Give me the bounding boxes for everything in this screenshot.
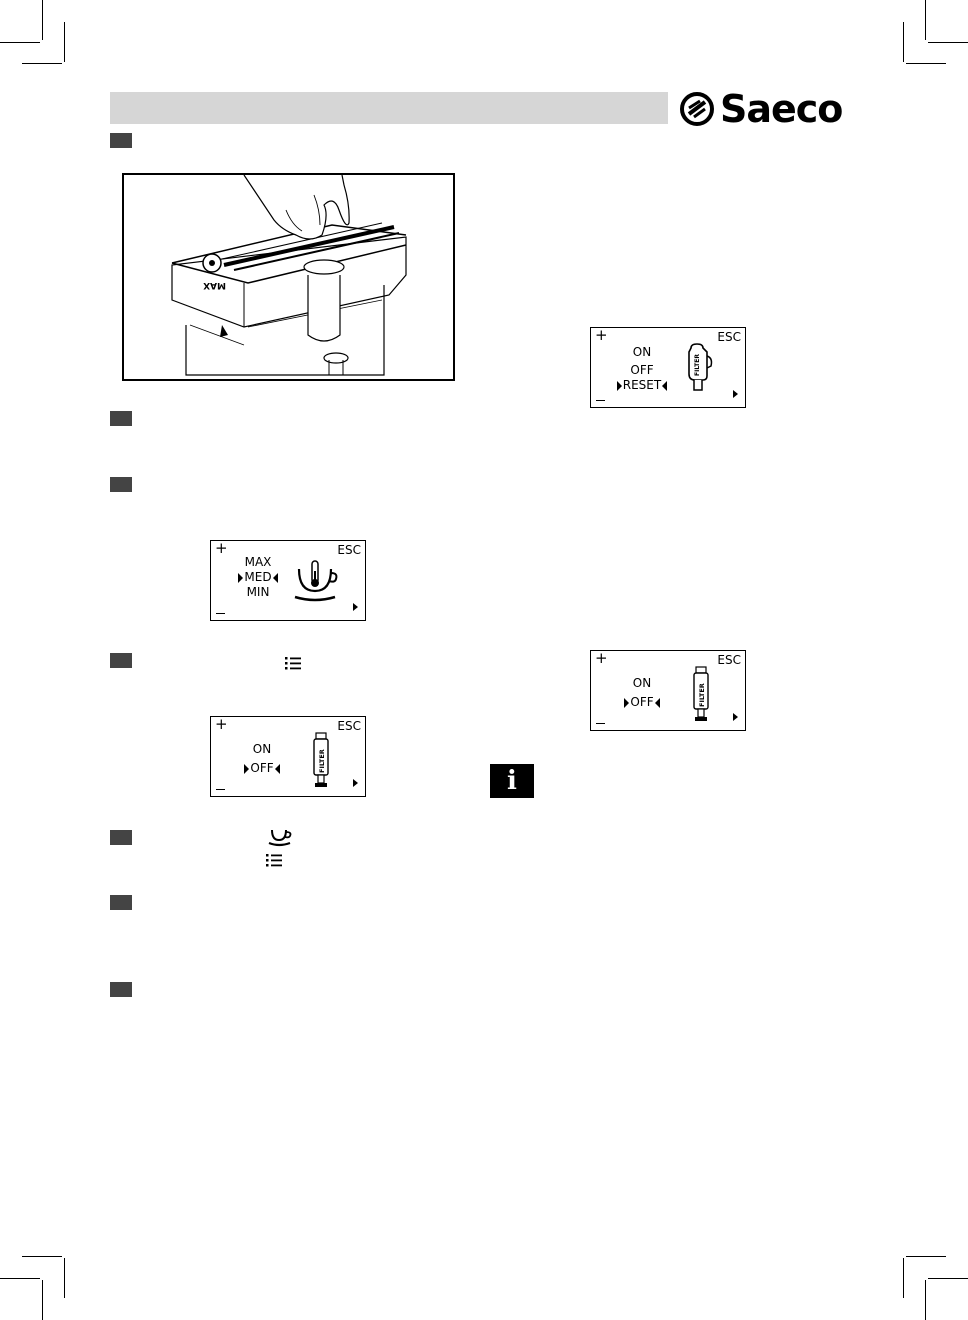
selector-left-icon bbox=[624, 697, 630, 708]
selector-right-icon bbox=[662, 380, 668, 391]
esc-label[interactable]: ESC bbox=[337, 543, 361, 557]
option-off-selected[interactable]: OFF bbox=[607, 695, 677, 710]
crop-mark bbox=[925, 1280, 926, 1320]
option-reset: RESET bbox=[622, 378, 662, 392]
water-tank-illustration: MAX bbox=[122, 173, 455, 381]
svg-text:MAX: MAX bbox=[203, 280, 226, 290]
crop-mark bbox=[0, 1278, 40, 1279]
filter-screen-left: + ESC ON OFF FILTER bbox=[210, 715, 366, 797]
water-filter-icon: FILTER bbox=[693, 666, 709, 721]
plus-label[interactable]: + bbox=[215, 715, 228, 733]
crop-mark bbox=[64, 1258, 65, 1298]
minus-icon[interactable] bbox=[596, 399, 605, 401]
brand-logo: Saeco bbox=[680, 86, 850, 132]
step-marker bbox=[110, 982, 132, 997]
water-filter-icon: FILTER bbox=[313, 732, 329, 787]
filter-reset-screen: + ESC ON OFF RESET FILTER bbox=[590, 326, 746, 408]
step-marker bbox=[110, 411, 132, 426]
crop-mark bbox=[42, 1280, 43, 1320]
menu-list-icon bbox=[266, 854, 282, 867]
brand-name: Saeco bbox=[720, 87, 843, 131]
selector-right-icon bbox=[272, 572, 278, 583]
crop-mark bbox=[906, 63, 946, 64]
crop-mark bbox=[928, 42, 968, 43]
filter-label: FILTER bbox=[318, 749, 326, 773]
menu-list-icon bbox=[285, 657, 301, 670]
crop-mark bbox=[42, 0, 43, 40]
crop-mark bbox=[64, 22, 65, 62]
filter-label: FILTER bbox=[694, 354, 701, 376]
option-off: OFF bbox=[250, 761, 274, 775]
crop-mark bbox=[22, 63, 62, 64]
step-marker bbox=[110, 477, 132, 492]
crop-mark bbox=[22, 1256, 62, 1257]
info-icon: i bbox=[490, 764, 534, 798]
esc-label[interactable]: ESC bbox=[717, 330, 741, 344]
selector-right-icon bbox=[654, 697, 660, 708]
selector-left-icon bbox=[238, 572, 244, 583]
plus-label[interactable]: + bbox=[595, 326, 608, 344]
selector-left-icon bbox=[616, 380, 622, 391]
next-arrow-icon[interactable] bbox=[353, 779, 358, 787]
option-med: MED bbox=[244, 570, 272, 584]
crop-mark bbox=[903, 1258, 904, 1298]
next-arrow-icon[interactable] bbox=[733, 713, 738, 721]
crop-mark bbox=[928, 1278, 968, 1279]
minus-icon[interactable] bbox=[216, 788, 225, 790]
saeco-logo-icon bbox=[680, 92, 714, 126]
crop-mark bbox=[903, 22, 904, 62]
water-tank-drawing: MAX bbox=[171, 175, 407, 376]
coffee-cup-icon bbox=[268, 829, 292, 847]
esc-label[interactable]: ESC bbox=[337, 719, 361, 733]
next-arrow-icon[interactable] bbox=[353, 603, 358, 611]
selector-left-icon bbox=[244, 763, 250, 774]
esc-label[interactable]: ESC bbox=[717, 653, 741, 667]
filter-screen-right: + ESC ON OFF FILTER bbox=[590, 649, 746, 731]
water-filter-icon: FILTER bbox=[688, 343, 713, 391]
step-marker bbox=[110, 653, 132, 668]
filter-label: FILTER bbox=[698, 683, 706, 707]
crop-mark bbox=[906, 1256, 946, 1257]
plus-label[interactable]: + bbox=[215, 539, 228, 557]
option-max: MAX bbox=[244, 555, 272, 569]
crop-mark bbox=[0, 42, 40, 43]
option-off-selected[interactable]: OFF bbox=[227, 761, 297, 776]
option-off: OFF bbox=[630, 363, 654, 377]
temperature-screen: + ESC MAX MED MIN bbox=[210, 539, 366, 621]
plus-label[interactable]: + bbox=[595, 649, 608, 667]
step-marker bbox=[110, 895, 132, 910]
option-off: OFF bbox=[630, 695, 654, 709]
option-on: ON bbox=[632, 676, 652, 690]
header-bar bbox=[110, 92, 668, 124]
step-marker bbox=[110, 133, 132, 148]
next-arrow-icon[interactable] bbox=[733, 390, 738, 398]
minus-icon[interactable] bbox=[216, 612, 225, 614]
minus-icon[interactable] bbox=[596, 722, 605, 724]
option-on: ON bbox=[632, 345, 652, 359]
option-min: MIN bbox=[246, 585, 270, 599]
crop-mark bbox=[925, 0, 926, 40]
thermometer-cup-icon bbox=[294, 560, 338, 602]
option-reset-selected[interactable]: RESET bbox=[607, 378, 677, 393]
selector-right-icon bbox=[274, 763, 280, 774]
option-on: ON bbox=[252, 742, 272, 756]
step-marker bbox=[110, 830, 132, 845]
option-med-selected[interactable]: MED bbox=[223, 570, 293, 585]
